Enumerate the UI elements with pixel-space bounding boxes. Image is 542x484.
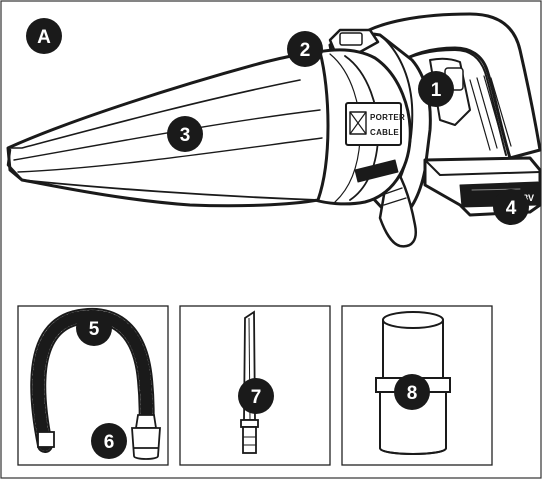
callout-5-label: 5 [89,319,100,340]
callout-7-label: 7 [251,387,262,408]
callout-7: 7 [238,378,274,414]
hose-end-cuff [37,431,55,448]
callout-1: 1 [418,71,454,107]
callout-2-label: 2 [300,40,311,61]
callout-3-label: 3 [180,125,191,146]
callout-8: 8 [394,374,430,410]
callout-8-label: 8 [407,383,418,404]
callout-3: 3 [167,116,203,152]
hose-nozzle-tip [131,414,161,460]
panel-label: A [37,27,51,48]
dust-bowl-collar [313,48,412,206]
callout-1-label: 1 [431,80,442,101]
callout-6: 6 [91,423,127,459]
hose-adapter [375,311,451,455]
callout-5: 5 [76,310,112,346]
callout-4-label: 4 [506,198,517,219]
callout-6-label: 6 [104,432,115,453]
brand-line-2: CABLE [370,128,399,137]
brand-line-1: PORTER [370,113,405,122]
panel-label-badge: A [26,18,62,54]
callout-2: 2 [287,31,323,67]
callout-4: 4 [493,189,529,225]
